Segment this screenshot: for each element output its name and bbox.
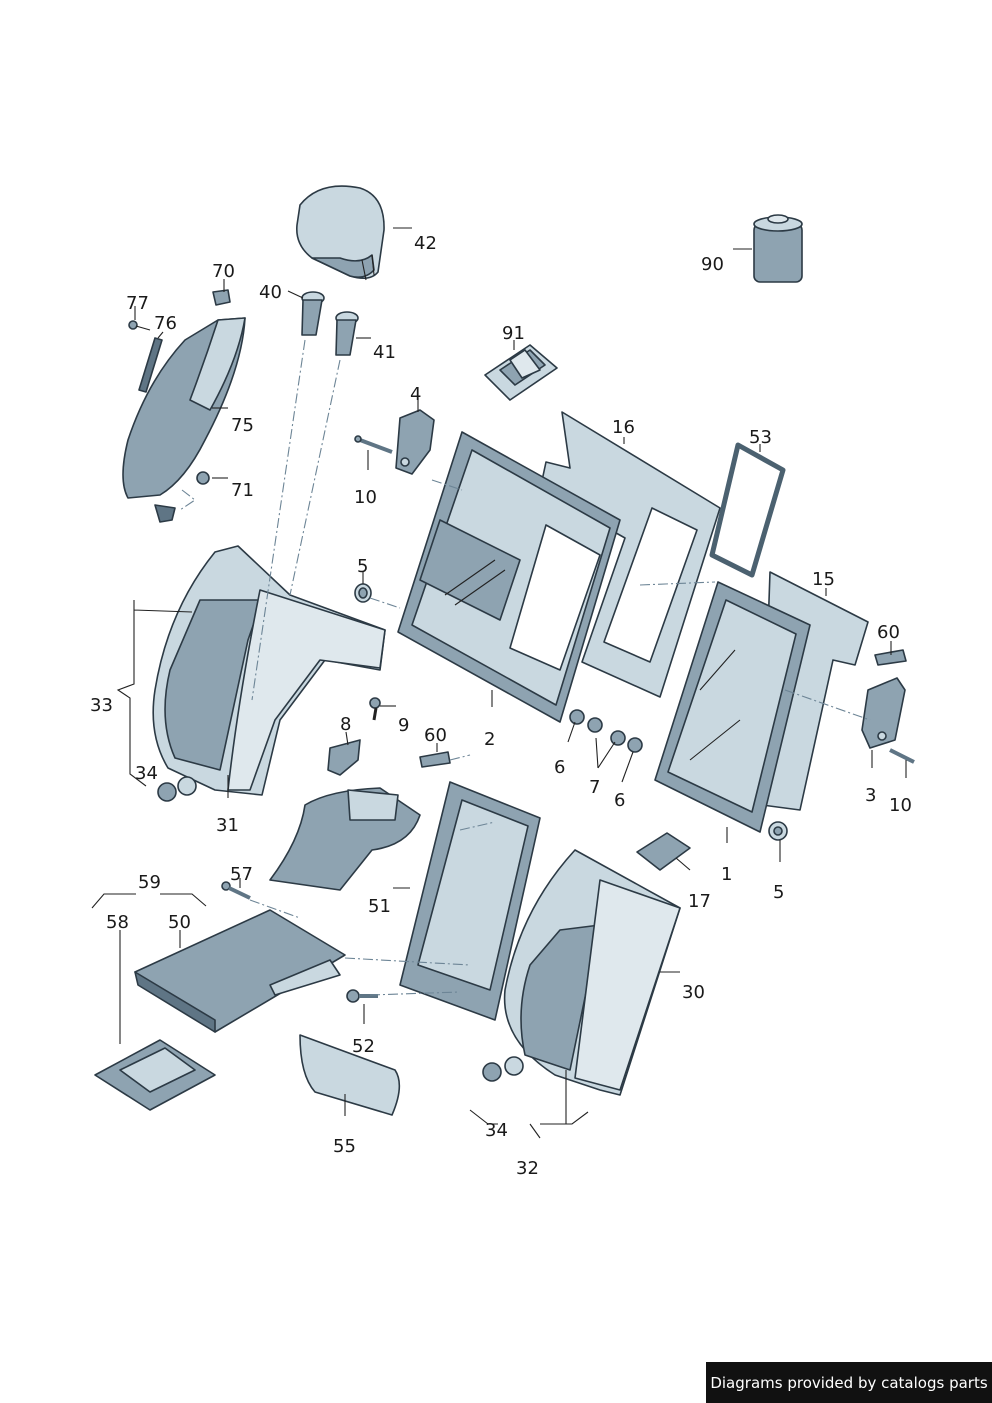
part-55-trim-panel[interactable] xyxy=(299,1034,401,1116)
callout-9: 9 xyxy=(398,715,409,736)
callout-10-a: 10 xyxy=(354,487,377,508)
part-71-nut[interactable] xyxy=(196,471,210,485)
callout-30: 30 xyxy=(682,982,705,1003)
callout-77: 77 xyxy=(126,293,149,314)
callout-5-a: 5 xyxy=(357,556,368,577)
callout-90: 90 xyxy=(701,254,724,275)
callout-labels: 42 90 70 40 77 76 41 91 75 4 16 53 10 71… xyxy=(90,233,912,1179)
callout-91: 91 xyxy=(502,323,525,344)
part-58-tray[interactable] xyxy=(94,1039,216,1111)
part-6-grommet-b[interactable] xyxy=(627,737,643,753)
callout-16: 16 xyxy=(612,417,635,438)
callout-59: 59 xyxy=(138,872,161,893)
part-41-headrest-guide[interactable] xyxy=(335,311,359,356)
part-76-strip[interactable] xyxy=(138,337,163,393)
part-77-screw[interactable] xyxy=(128,320,151,331)
callout-41: 41 xyxy=(373,342,396,363)
callout-15: 15 xyxy=(812,569,835,590)
callout-31: 31 xyxy=(216,815,239,836)
part-52-bolt[interactable] xyxy=(346,989,378,1003)
callout-60-b: 60 xyxy=(424,725,447,746)
footer-credit-badge: Diagrams provided by catalogs parts xyxy=(706,1362,992,1403)
part-91-release-handle[interactable] xyxy=(484,344,558,401)
callout-34-b: 34 xyxy=(485,1120,508,1141)
part-10-bolt-b[interactable] xyxy=(889,748,915,764)
part-90-canister[interactable] xyxy=(753,214,803,283)
part-51-armrest-frame[interactable] xyxy=(399,781,541,1021)
part-2-backrest-frame[interactable] xyxy=(397,431,621,723)
leader-lines xyxy=(91,227,907,1139)
part-53-frame[interactable] xyxy=(709,442,786,578)
part-42-headrest[interactable] xyxy=(295,185,385,281)
part-60-pin-a[interactable] xyxy=(874,649,907,666)
part-10-bolt-a[interactable] xyxy=(354,435,393,454)
part-30-cushion-right[interactable] xyxy=(503,849,681,1096)
callout-55: 55 xyxy=(333,1136,356,1157)
part-70-clip[interactable] xyxy=(212,289,231,306)
callout-60-a: 60 xyxy=(877,622,900,643)
part-3-hinge[interactable] xyxy=(861,677,906,749)
callout-3: 3 xyxy=(865,785,876,806)
callout-4: 4 xyxy=(410,384,421,405)
part-8-bracket[interactable] xyxy=(327,739,361,776)
part-34-cap-a[interactable] xyxy=(157,776,197,802)
callout-53: 53 xyxy=(749,427,772,448)
callout-33: 33 xyxy=(90,695,113,716)
callout-51: 51 xyxy=(368,896,391,917)
callout-2: 2 xyxy=(484,729,495,750)
callout-75: 75 xyxy=(231,415,254,436)
part-5-grommet-a[interactable] xyxy=(354,583,372,603)
part-57-bolt[interactable] xyxy=(221,881,251,900)
callout-6-b: 6 xyxy=(614,790,625,811)
callout-8: 8 xyxy=(340,714,351,735)
part-34-cap-b[interactable] xyxy=(482,1056,524,1082)
callout-6-a: 6 xyxy=(554,757,565,778)
part-9-screw[interactable] xyxy=(369,697,381,721)
callout-76: 76 xyxy=(154,313,177,334)
callout-58: 58 xyxy=(106,912,129,933)
callout-32: 32 xyxy=(516,1158,539,1179)
alignment-lines xyxy=(179,339,871,996)
callout-71: 71 xyxy=(231,480,254,501)
callout-42: 42 xyxy=(414,233,437,254)
part-75-side-cover[interactable] xyxy=(122,317,246,523)
callout-57: 57 xyxy=(230,864,253,885)
callout-40: 40 xyxy=(259,282,282,303)
part-17-handle-cover[interactable] xyxy=(636,832,691,871)
callout-70: 70 xyxy=(212,261,235,282)
callout-52: 52 xyxy=(352,1036,375,1057)
part-40-headrest-guide[interactable] xyxy=(301,291,325,336)
part-4-hinge[interactable] xyxy=(395,409,435,475)
part-7-grommet[interactable] xyxy=(587,717,626,746)
callout-7: 7 xyxy=(589,777,600,798)
callout-10-b: 10 xyxy=(889,795,912,816)
callout-5-b: 5 xyxy=(773,882,784,903)
part-armrest-support[interactable] xyxy=(269,787,421,891)
part-60-pin-b[interactable] xyxy=(419,751,451,768)
callout-34-a: 34 xyxy=(135,763,158,784)
part-33-cushion-left[interactable] xyxy=(152,545,386,796)
part-50-cover[interactable] xyxy=(134,909,346,1033)
part-1-backrest-frame-small[interactable] xyxy=(654,581,811,833)
callout-50: 50 xyxy=(168,912,191,933)
part-6-grommet-a[interactable] xyxy=(569,709,585,725)
callout-1: 1 xyxy=(721,864,732,885)
callout-17: 17 xyxy=(688,891,711,912)
part-5-grommet-b[interactable] xyxy=(768,821,788,841)
part-16-panel[interactable] xyxy=(539,411,721,698)
